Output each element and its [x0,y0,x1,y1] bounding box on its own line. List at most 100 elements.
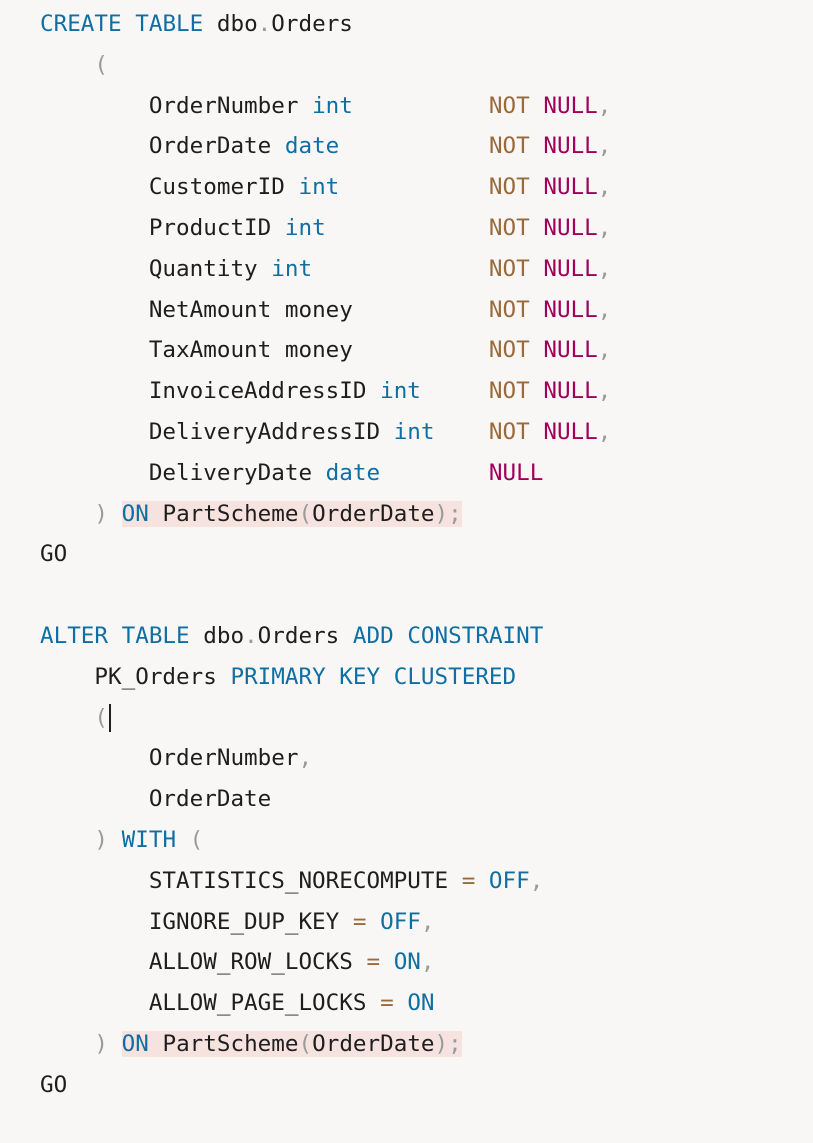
punctuation: , [597,378,612,405]
code-line-16: ALTER TABLE dbo.Orders ADD CONSTRAINT [40,616,813,657]
punctuation: ; [448,1030,462,1057]
column-name: ProductID [148,214,272,241]
code-line-15 [40,575,813,616]
null-keyword: NULL [543,296,598,323]
code-line-10: InvoiceAddressID int NOT NULL, [40,371,813,412]
column-name: CustomerID [148,174,285,201]
schema-name: dbo [203,622,245,649]
data-type: date [325,459,381,486]
data-type: int [271,255,313,282]
punctuation: , [597,418,612,445]
punctuation: ( [94,51,109,78]
null-keyword: NULL [543,133,598,160]
punctuation: , [597,255,612,282]
data-type: int [312,92,353,119]
code-line-12: DeliveryDate date NULL [40,453,813,494]
punctuation: , [597,174,612,201]
punctuation: . [257,11,272,37]
code-line-23: IGNORE_DUP_KEY = OFF, [40,902,813,943]
punctuation: ( [189,826,204,853]
code-line-17: PK_Orders PRIMARY KEY CLUSTERED [40,657,813,698]
null-keyword: NULL [543,337,598,364]
keyword: ADD [352,622,394,649]
punctuation: ) [94,826,109,853]
column-name: DeliveryDate [148,459,313,486]
operator: = [366,949,381,976]
data-type: date [284,133,340,160]
null-keyword: NULL [543,214,598,241]
code-line-11: DeliveryAddressID int NOT NULL, [40,412,813,453]
column-name: Quantity [148,255,258,282]
code-line-3: OrderNumber int NOT NULL, [40,86,813,127]
punctuation: , [420,949,435,976]
null-keyword: NULL [543,92,598,119]
not-keyword: NOT [488,174,530,201]
highlighted-on-clause: ON PartScheme(OrderDate); [121,1030,462,1057]
keyword: TABLE [121,622,190,649]
null-keyword: NULL [488,459,544,486]
code-line-2: ( [40,45,813,86]
keyword: ON [407,990,435,1017]
keyword: CLUSTERED [393,663,517,690]
code-line-20: OrderDate [40,779,813,820]
code-line-26: ) ON PartScheme(OrderDate); [40,1024,813,1065]
option-name: ALLOW_ROW_LOCKS [148,949,353,976]
not-keyword: NOT [488,418,530,445]
code-line-1: CREATE TABLE dbo.Orders [40,4,813,45]
code-line-6: ProductID int NOT NULL, [40,208,813,249]
keyword: ON [121,1030,149,1057]
column-name: OrderDate [148,786,272,813]
null-keyword: NULL [543,378,598,405]
keyword: TABLE [135,11,204,37]
option-name: ALLOW_PAGE_LOCKS [148,990,367,1017]
column-name: NetAmount [148,296,272,323]
data-type: int [380,378,421,405]
punctuation: ) [434,500,449,527]
punctuation: , [597,214,612,241]
column-name: InvoiceAddressID [148,378,367,405]
punctuation: , [597,296,612,323]
column-name: TaxAmount [148,337,272,364]
not-keyword: NOT [488,255,530,282]
constraint-name: PK_Orders [94,663,217,690]
keyword: KEY [339,663,381,690]
code-line-19: OrderNumber, [40,738,813,779]
operator: = [352,908,367,935]
not-keyword: NOT [488,133,530,160]
punctuation: ) [94,500,109,527]
code-line-5: CustomerID int NOT NULL, [40,167,813,208]
keyword: ALTER [40,622,109,649]
code-line-14: GO [40,534,813,575]
highlighted-on-clause: ON PartScheme(OrderDate); [121,500,462,527]
data-type: money [284,337,353,364]
table-name: Orders [257,622,340,649]
not-keyword: NOT [488,337,530,364]
operator: = [380,990,394,1017]
code-line-7: Quantity int NOT NULL, [40,249,813,290]
code-line-18: ( [40,698,813,739]
punctuation: ) [434,1030,449,1057]
option-name: IGNORE_DUP_KEY [148,908,340,935]
data-type: money [284,296,353,323]
code-line-9: TaxAmount money NOT NULL, [40,330,813,371]
punctuation: ) [94,1030,109,1057]
option-name: STATISTICS_NORECOMPUTE [148,867,449,894]
operator: = [461,867,476,894]
code-line-8: NetAmount money NOT NULL, [40,290,813,331]
code-line-24: ALLOW_ROW_LOCKS = ON, [40,942,813,983]
not-keyword: NOT [488,92,530,119]
punctuation: ( [298,500,313,527]
punctuation: . [244,622,258,649]
keyword: CREATE [40,11,122,37]
punctuation: ( [298,1030,313,1057]
data-type: int [393,418,435,445]
keyword: OFF [488,867,530,894]
not-keyword: NOT [488,296,530,323]
punctuation: , [420,908,435,935]
punctuation: , [597,133,612,160]
code-line-22: STATISTICS_NORECOMPUTE = OFF, [40,861,813,902]
keyword: WITH [121,826,177,853]
keyword: ON [121,500,149,527]
batch-separator: GO [40,541,68,568]
